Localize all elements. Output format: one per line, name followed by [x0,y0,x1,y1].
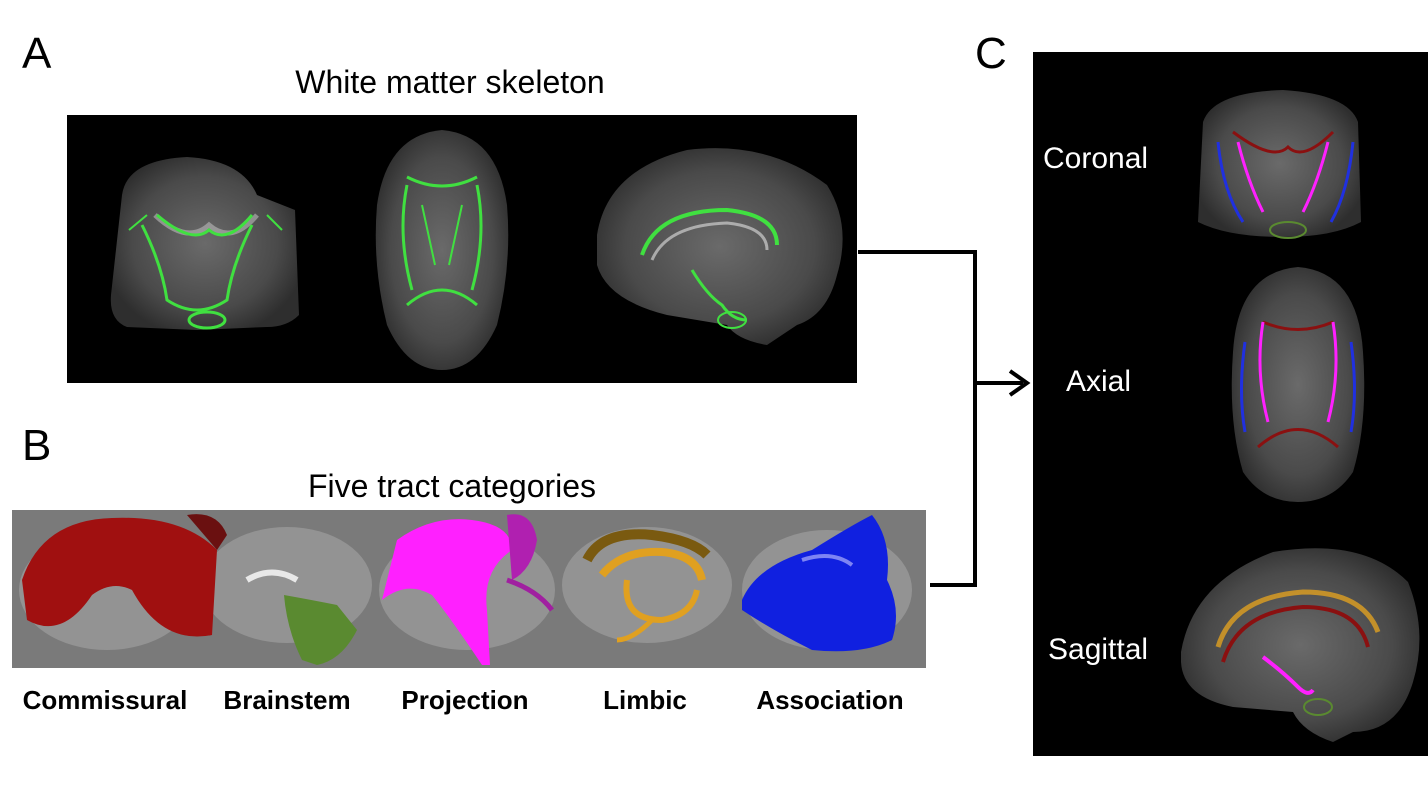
connector-arrow [858,250,1031,587]
axial-view [1231,267,1365,502]
view-label-sagittal: Sagittal [1048,633,1149,666]
category-label-brainstem: Brainstem [223,685,351,715]
skeleton-image [67,115,857,383]
association-tract [742,515,896,652]
panel-a-letter: A [22,29,52,78]
tract-skeleton-views: Coronal Axial Sagittal [1033,52,1428,756]
category-label-projection: Projection [401,685,529,715]
sagittal-slice [597,148,843,345]
limbic-tract [582,529,711,643]
commissural-tract [22,514,227,637]
coronal-view [1198,90,1361,239]
panel-a-title: White matter skeleton [295,64,605,100]
brainstem-tract [245,569,357,665]
tract-colored-slices [1181,90,1420,742]
skeleton-slices [110,130,843,370]
view-label-axial: Axial [1066,365,1132,398]
coronal-slice [110,157,299,330]
axial-slice [375,130,509,370]
category-label-commissural: Commissural [22,685,188,715]
panel-b-title: Five tract categories [307,468,597,504]
category-label-association: Association [756,685,904,715]
tract-categories-strip [12,510,926,668]
sagittal-view [1181,548,1420,742]
tract-renderings [19,514,912,665]
projection-tract [382,514,554,665]
view-label-coronal: Coronal [1043,142,1149,175]
category-label-limbic: Limbic [603,685,687,715]
panel-b-letter: B [22,421,52,470]
panel-c-letter: C [975,29,1007,78]
